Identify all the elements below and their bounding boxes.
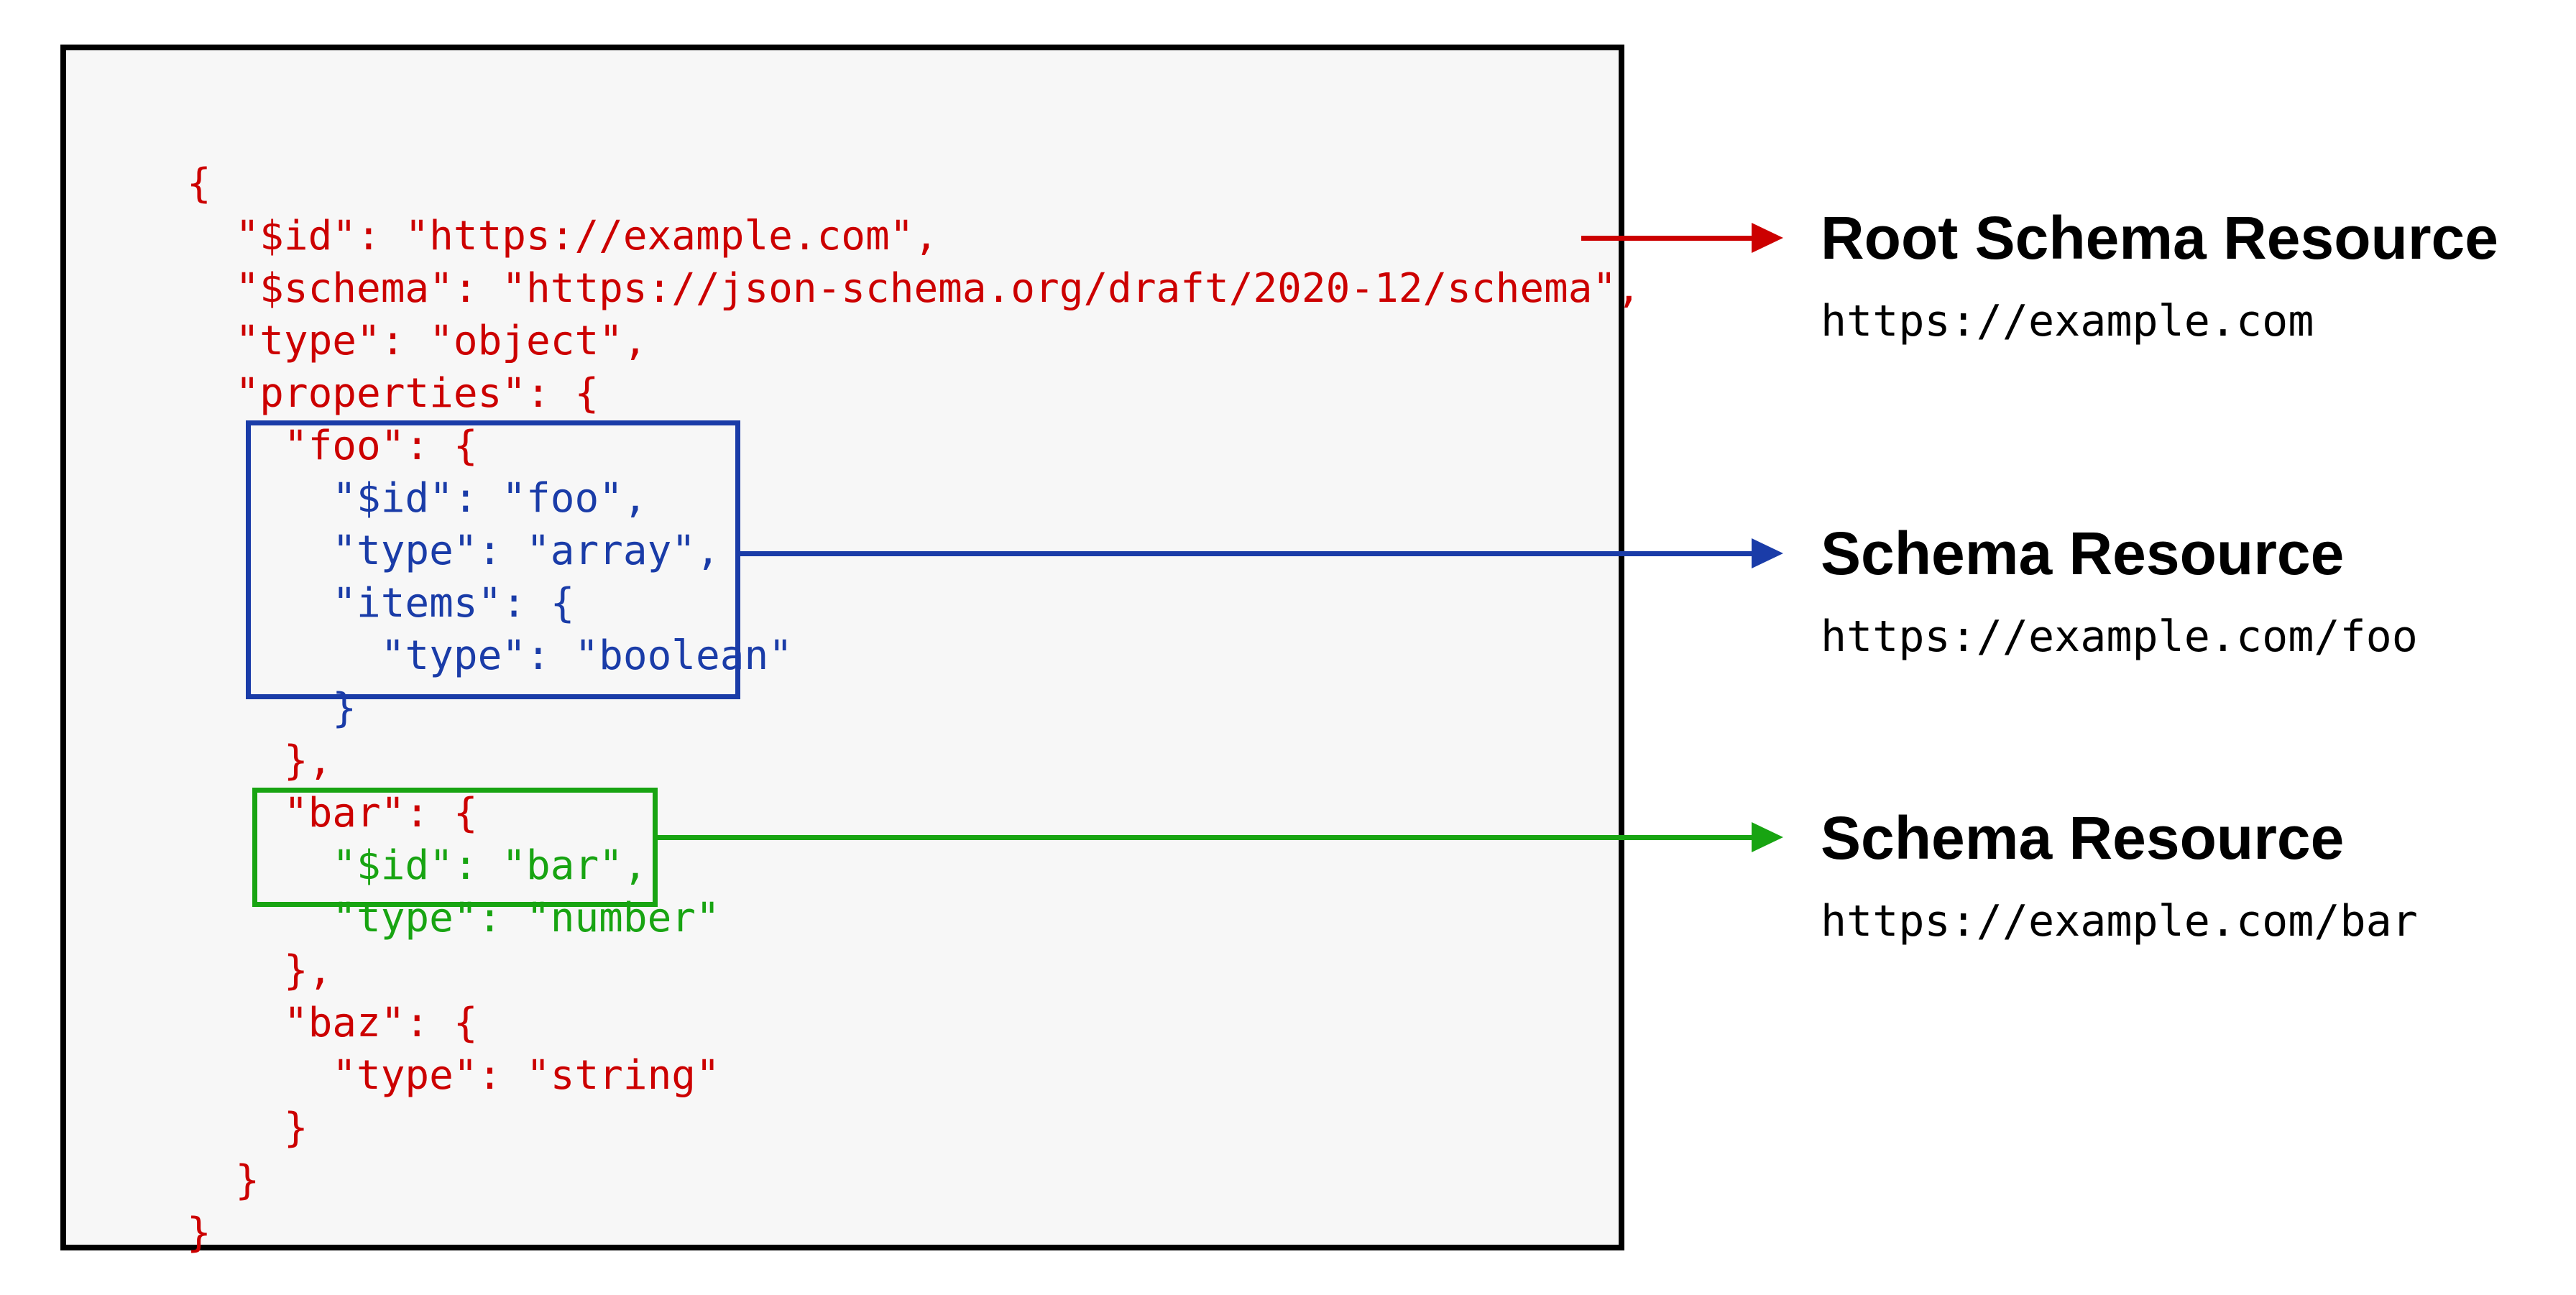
code-line: "$id": "foo", [187, 475, 648, 522]
annotation-url: https://example.com/foo [1821, 612, 2418, 662]
code-line: "items": { [187, 580, 575, 627]
right-arrowhead-icon [1752, 223, 1783, 253]
code-line: "type": "array", [187, 527, 720, 574]
bar-schema-arrow-line [658, 835, 1752, 840]
bar-schema-highlight-box [252, 788, 658, 907]
foo-schema-arrow-line [740, 551, 1752, 556]
code-line: "type": "object", [187, 318, 648, 364]
json-code-block: { "$id": "https://example.com", "$schema… [187, 157, 1641, 1259]
right-arrowhead-icon [1752, 538, 1783, 568]
annotation-title: Schema Resource [1821, 804, 2345, 872]
annotation-url: https://example.com/bar [1821, 896, 2418, 946]
code-line: "$id": "https://example.com", [187, 213, 939, 259]
foo-schema-highlight-box [246, 420, 740, 699]
code-line: "type": "string" [187, 1052, 720, 1099]
annotation-root-schema-resource: Root Schema Resource https://example.com [1821, 202, 2498, 348]
code-line: "properties": { [187, 370, 599, 417]
schema-code-panel: { "$id": "https://example.com", "$schema… [60, 45, 1641, 1256]
code-line: "type": "boolean" [187, 632, 793, 679]
code-line: } [187, 1157, 260, 1204]
code-line: }, [187, 947, 333, 994]
code-line: "$schema": "https://json-schema.org/draf… [187, 265, 1641, 312]
annotation-url: https://example.com [1821, 296, 2314, 346]
code-line: } [187, 1105, 308, 1151]
annotation-title: Root Schema Resource [1821, 204, 2498, 272]
code-line: }, [187, 737, 333, 784]
code-line: "$id": "bar", [187, 842, 648, 889]
annotation-title: Schema Resource [1821, 520, 2345, 587]
code-line: "baz": { [187, 1000, 478, 1046]
code-line: "foo": { [187, 423, 478, 469]
annotation-bar-schema-resource: Schema Resource https://example.com/bar [1821, 802, 2418, 948]
right-arrowhead-icon [1752, 822, 1783, 852]
code-line: "bar": { [187, 790, 478, 837]
root-schema-arrow-line [1581, 236, 1752, 241]
code-line: { [187, 160, 211, 207]
code-line: } [187, 685, 357, 732]
code-line: } [187, 1209, 211, 1256]
annotation-foo-schema-resource: Schema Resource https://example.com/foo [1821, 517, 2418, 663]
